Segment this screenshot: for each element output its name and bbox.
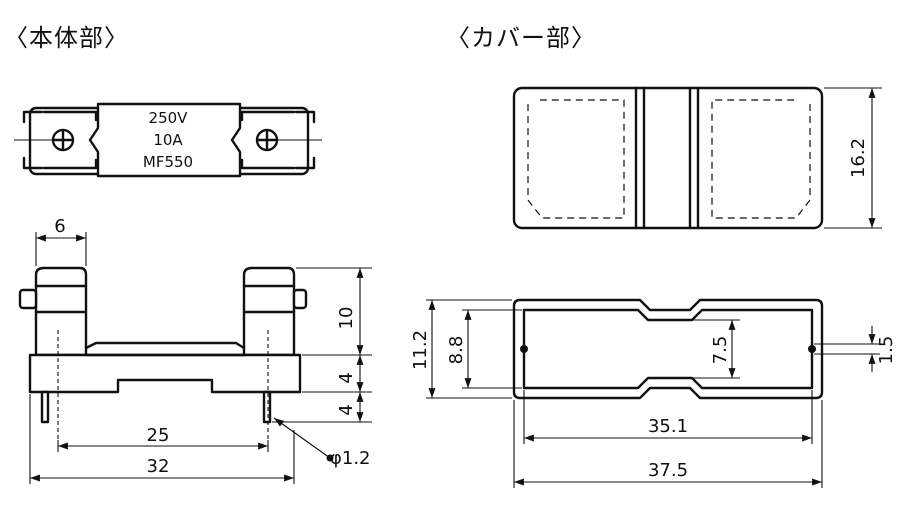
left-clip-upper: [22, 110, 44, 124]
left-post-ear: [18, 288, 38, 310]
body-top-view: 250V 10A MF550: [14, 102, 322, 178]
dim-cover-overall-length: 37.5: [648, 460, 688, 481]
cover-bottom-outline: [512, 298, 824, 400]
fuse-current-label: 10A: [153, 131, 183, 149]
cover-bottom-view: 11.2 8.8 7.5 1.5 35.1 37.5: [410, 298, 897, 488]
fuse-body: [88, 102, 242, 178]
right-post-ear: [292, 288, 308, 310]
dim-cover-slot: 7.5: [710, 336, 731, 365]
dim-pin-diameter: φ1.2: [330, 448, 371, 469]
right-screw-icon: [255, 128, 279, 152]
dim-cover-inner-height: 8.8: [446, 336, 467, 365]
cover-hidden-left: [527, 99, 625, 219]
dim-top-width: 6: [54, 216, 65, 237]
dim-height-pin: 4: [336, 404, 357, 415]
dim-overall-width: 32: [147, 456, 170, 477]
cover-part-title: 〈カバー部〉: [446, 24, 596, 52]
body-base: [28, 353, 302, 394]
left-pin: [40, 390, 50, 424]
fuse-model-label: MF550: [143, 153, 193, 171]
cover-top-outline: [512, 86, 824, 230]
right-clip-top: [240, 110, 296, 122]
dim-height-middle: 4: [336, 372, 357, 383]
left-clip-top: [42, 110, 98, 122]
dim-cover-height: 16.2: [848, 138, 869, 178]
right-clip-upper: [294, 110, 316, 124]
left-clip-bottom: [42, 158, 98, 170]
body-front-view: [18, 266, 308, 440]
dim-cover-outer-height: 11.2: [410, 330, 431, 370]
dim-height-upper: 10: [336, 307, 357, 330]
left-clip-lower: [22, 156, 44, 170]
cover-top-view: 16.2: [512, 86, 882, 230]
body-part-title: 〈本体部〉: [4, 24, 129, 52]
right-clip-lower: [294, 156, 316, 170]
body-dimensions: 6 10 4 4 25 32 φ1.2: [29, 216, 372, 484]
cover-hidden-right: [711, 99, 811, 219]
right-pin: [262, 390, 272, 424]
right-clip-bottom: [240, 158, 296, 170]
dim-cover-inner-length: 35.1: [648, 416, 688, 437]
dim-pin-spacing: 25: [147, 425, 170, 446]
fuse-voltage-label: 250V: [149, 109, 189, 127]
dim-cover-lip: 1.5: [876, 336, 897, 365]
left-screw-icon: [51, 128, 75, 152]
